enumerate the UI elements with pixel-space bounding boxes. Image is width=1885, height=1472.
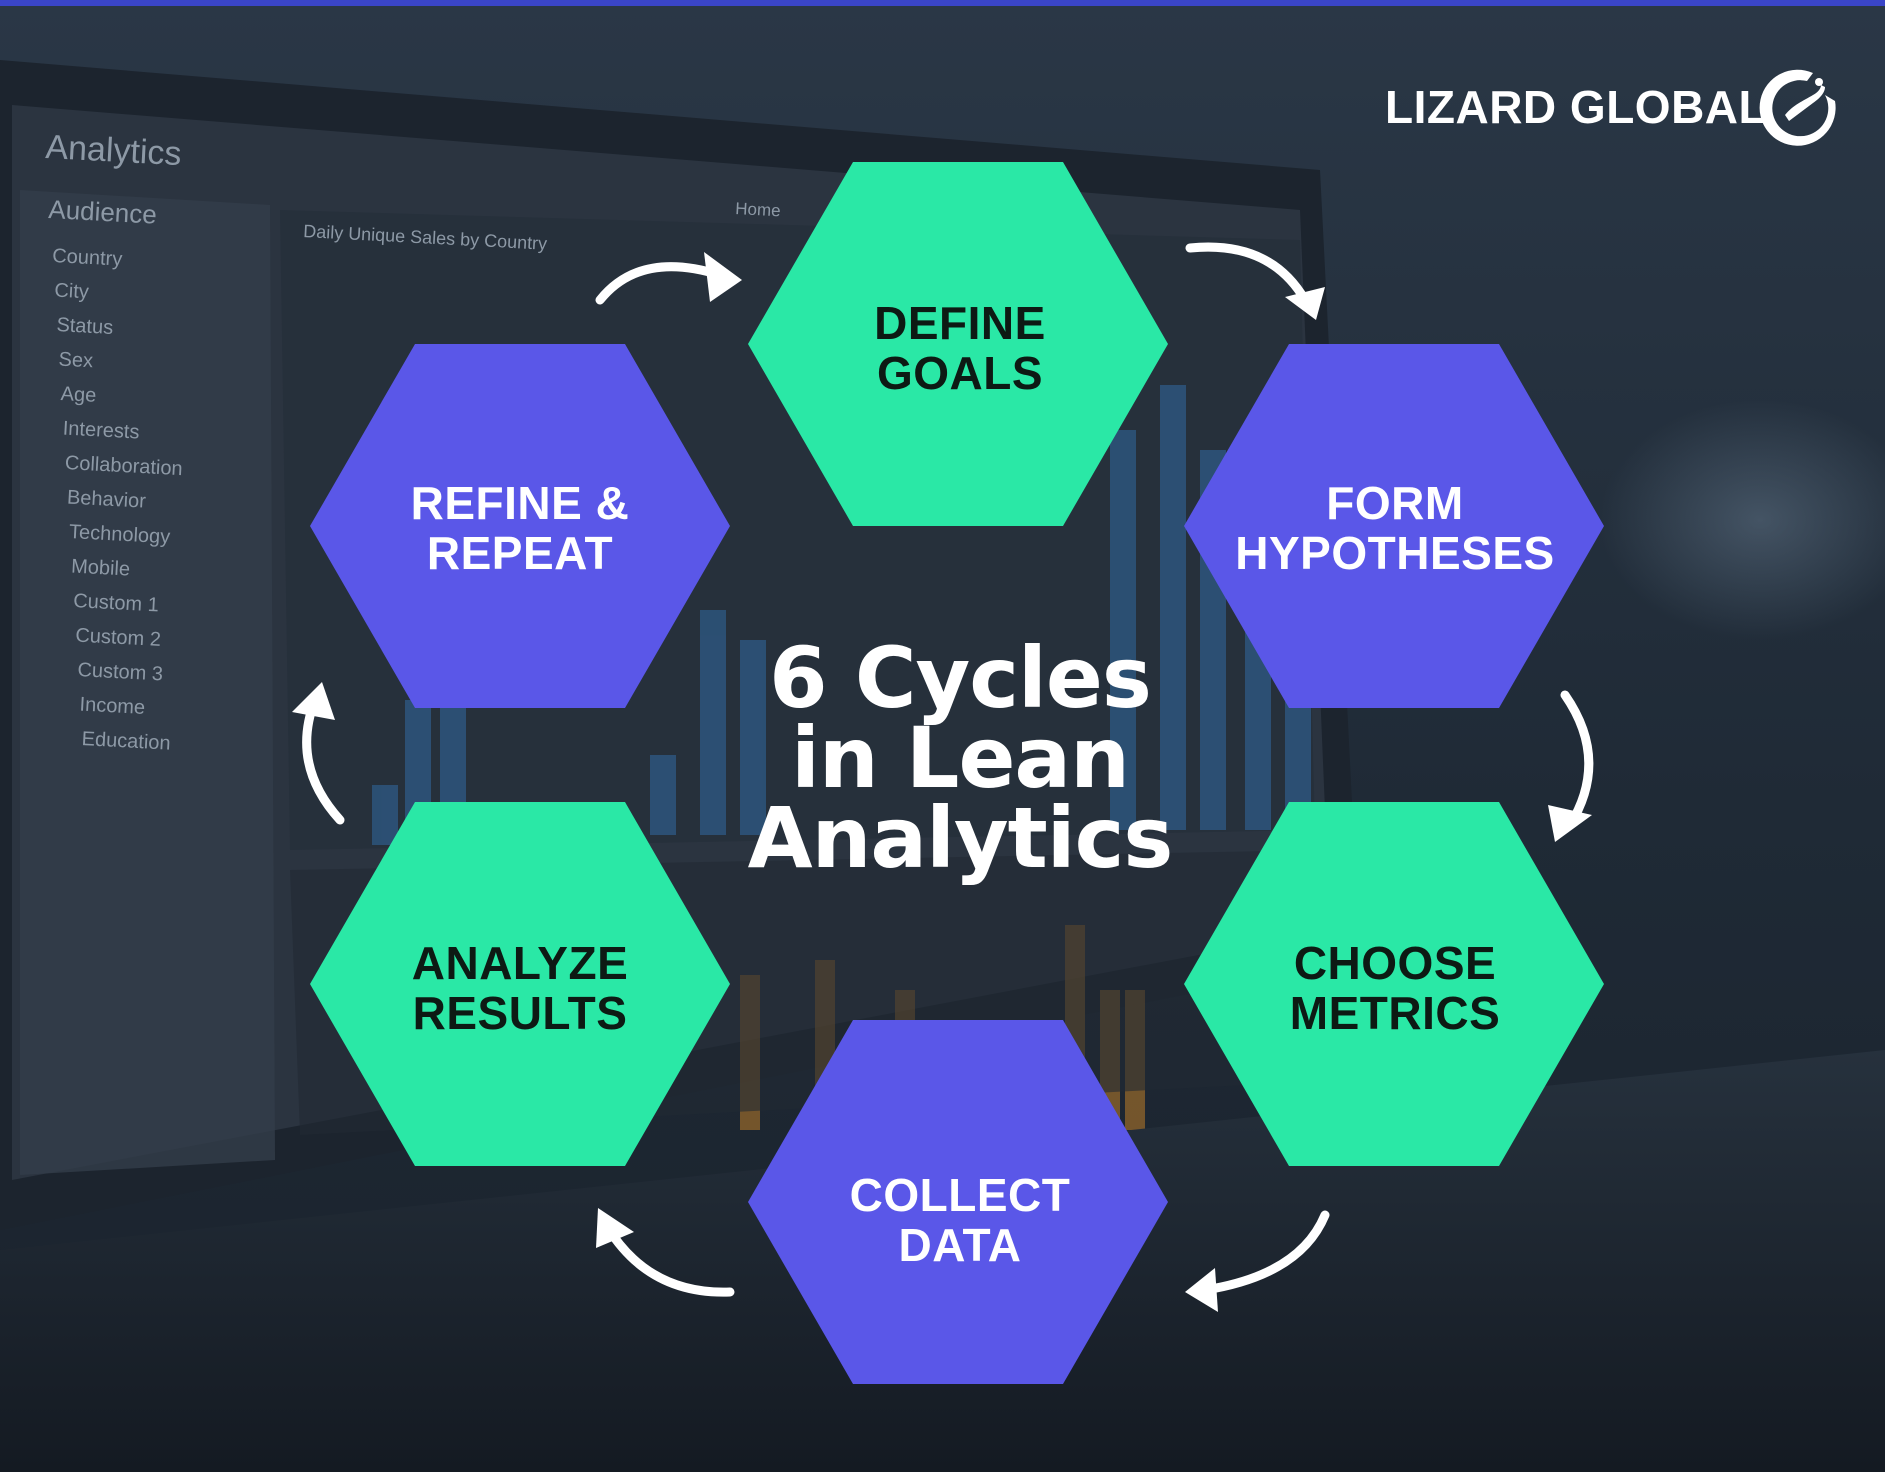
dashboard-menu-item: Mobile	[71, 556, 131, 581]
background-light-glow	[1600, 400, 1885, 640]
dashboard-menu-item: Status	[56, 314, 114, 339]
dashboard-menu-item: Education	[81, 728, 171, 755]
title-line2: in Lean	[791, 709, 1130, 807]
step-label-line1: COLLECT	[849, 1169, 1071, 1221]
dashboard-menu-item: Custom 2	[75, 625, 162, 651]
dashboard-menu-item: City	[54, 280, 90, 304]
arrow-refine-to-define	[595, 262, 725, 305]
dashboard-menu-item: Age	[60, 383, 97, 407]
arrowhead-icon	[596, 1208, 634, 1248]
step-label-line2: GOALS	[876, 347, 1044, 399]
arrow-choose-to-collect	[1200, 1210, 1330, 1295]
dashboard-app-title: Analytics	[45, 128, 183, 173]
step-label-line1: ANALYZE	[411, 937, 629, 989]
arrowhead-icon	[704, 252, 742, 302]
arrowhead-icon	[292, 682, 335, 720]
dashboard-menu-item: Custom 1	[73, 590, 160, 616]
dashboard-menu-list: CountryCityStatusSexAgeInterestsCollabor…	[52, 245, 183, 755]
arrowhead-icon	[1548, 805, 1592, 842]
hexagon-group	[310, 162, 1604, 1384]
dashboard-menu-item: Sex	[58, 349, 94, 373]
dashboard-nav-home: Home	[735, 199, 781, 220]
hex-refine-repeat	[310, 344, 730, 708]
arrowhead-icon	[1185, 1268, 1218, 1312]
hex-analyze-results	[310, 802, 730, 1166]
step-label-line2: METRICS	[1289, 987, 1501, 1039]
title-line1: 6 Cycles	[769, 629, 1152, 727]
step-define-goals: DEFINE GOALS	[760, 298, 1160, 398]
step-label-line1: DEFINE	[874, 297, 1046, 349]
arrow-analyze-to-refine	[302, 695, 345, 825]
dashboard-menu-item: Interests	[62, 418, 140, 444]
hex-collect-data	[748, 1020, 1168, 1384]
arrow-define-to-form	[1185, 242, 1310, 305]
arrow-heads	[292, 252, 1592, 1312]
dashboard-menu-item: Country	[52, 245, 123, 271]
dashboard-menu-item: Technology	[69, 521, 171, 548]
lizard-logo-icon	[1759, 69, 1836, 146]
dashboard-section-label: Audience	[48, 194, 158, 230]
step-label-line2: REPEAT	[426, 527, 614, 579]
hex-choose-metrics	[1184, 802, 1604, 1166]
step-collect-data: COLLECT DATA	[760, 1170, 1160, 1270]
step-label-line2: HYPOTHESES	[1235, 527, 1555, 579]
step-analyze-results: ANALYZE RESULTS	[320, 938, 720, 1038]
top-accent-bar	[0, 0, 1885, 6]
title-line3: Analytics	[747, 789, 1174, 887]
step-refine-repeat: REFINE & REPEAT	[320, 478, 720, 578]
hex-define-goals	[748, 162, 1168, 526]
arrowhead-icon	[1285, 287, 1325, 320]
step-label-line1: REFINE &	[410, 477, 630, 529]
step-label-line2: DATA	[898, 1219, 1022, 1271]
dashboard-menu-item: Income	[79, 694, 146, 719]
brand-name: LIZARD GLOBAL	[1385, 81, 1768, 133]
arrow-collect-to-analyze	[603, 1223, 735, 1297]
step-label-line1: CHOOSE	[1293, 937, 1497, 989]
arrow-form-to-choose	[1560, 690, 1594, 830]
hex-form-hypotheses	[1184, 344, 1604, 708]
dashboard-menu-item: Behavior	[66, 487, 146, 513]
step-label-line2: RESULTS	[412, 987, 628, 1039]
diagram-title: 6 Cycles in Lean Analytics	[700, 629, 1220, 887]
step-form-hypotheses: FORM HYPOTHESES	[1195, 478, 1595, 578]
step-label-line1: FORM	[1326, 477, 1464, 529]
dashboard-sidebar	[20, 190, 275, 1175]
dashboard-menu-item: Custom 3	[77, 659, 164, 685]
step-choose-metrics: CHOOSE METRICS	[1195, 938, 1595, 1038]
